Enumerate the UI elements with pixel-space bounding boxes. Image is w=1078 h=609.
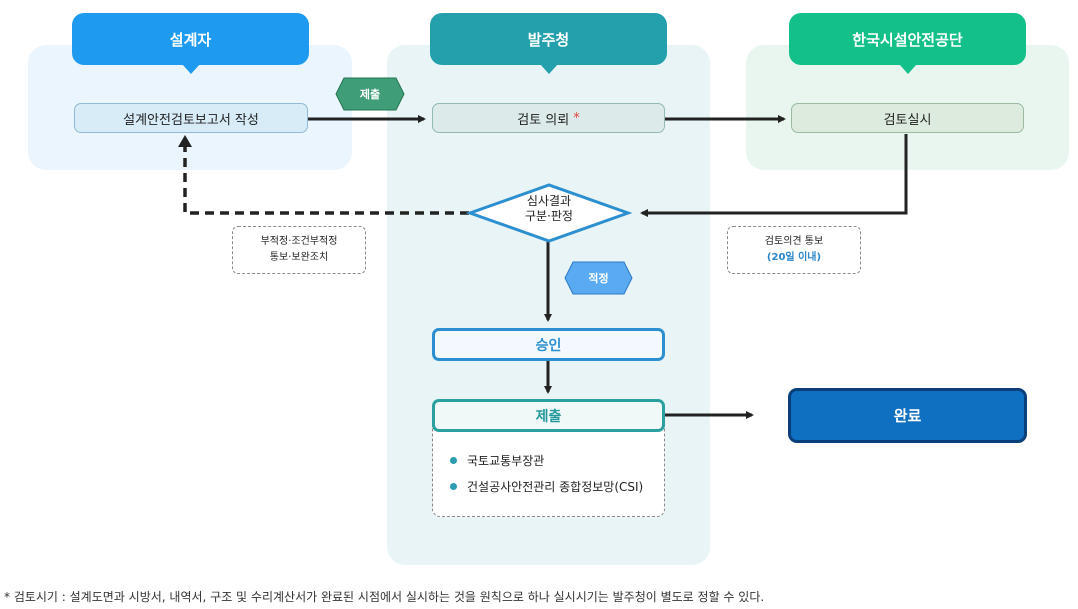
approval-label: 승인	[535, 337, 562, 354]
opinion-note-line-2: (20일 이내)	[766, 252, 822, 263]
list-item: 국토교통부장관	[450, 447, 643, 473]
review-request-label: 검토 의뢰	[517, 112, 570, 128]
write-report-node: 설계안전검토보고서 작성	[74, 103, 308, 133]
write-report-label: 설계안전검토보고서 작성	[123, 112, 259, 128]
submit-label: 제출	[535, 408, 562, 425]
client-lane-title: 발주청	[527, 30, 570, 49]
submit-targets-container	[432, 415, 665, 517]
feedback-note: 부적정·조건부적정 통보·보완조치	[232, 226, 366, 274]
submit-tag-shape	[335, 77, 405, 111]
decision-diamond	[465, 183, 633, 243]
kalis-lane-title: 한국시설안전공단	[852, 30, 963, 49]
submit-targets-list: 국토교통부장관 건설공사안전관리 종합정보망(CSI)	[450, 447, 643, 499]
approval-node: 승인	[432, 328, 665, 361]
designer-lane-title: 설계자	[169, 30, 212, 49]
decision-line-2: 구분·판정	[525, 209, 573, 223]
opinion-note: 검토의견 통보 (20일 이내)	[727, 226, 861, 274]
bullet-icon	[450, 482, 457, 490]
opinion-note-line-1: 검토의견 통보	[764, 236, 824, 247]
kalis-lane-header: 한국시설안전공단	[789, 13, 1026, 74]
arrow-decision-feedback	[183, 144, 469, 215]
feedback-note-line-2: 통보·보완조치	[269, 252, 329, 263]
submit-target-2: 건설공사안전관리 종합정보망(CSI)	[467, 479, 644, 494]
complete-label: 완료	[893, 407, 922, 425]
review-request-asterisk: *	[573, 110, 580, 126]
footnote: * 검토시기 : 설계도면과 시방서, 내역서, 구조 및 수리계산서가 완료된…	[4, 590, 765, 604]
bullet-icon	[450, 456, 457, 464]
review-exec-label: 검토실시	[883, 112, 932, 128]
review-request-node: 검토 의뢰 *	[432, 103, 665, 133]
submit-target-1: 국토교통부장관	[467, 453, 545, 468]
list-item: 건설공사안전관리 종합정보망(CSI)	[450, 473, 643, 499]
decision-line-1: 심사결과	[526, 194, 572, 208]
appropriate-tag: 적정	[588, 272, 609, 285]
submit-node: 제출	[432, 399, 665, 432]
client-lane-header: 발주청	[430, 13, 667, 74]
arrow-feedback-head	[178, 135, 192, 147]
complete-node: 완료	[788, 388, 1027, 443]
designer-lane-header: 설계자	[72, 13, 309, 74]
review-exec-node: 검토실시	[791, 103, 1024, 133]
feedback-note-line-1: 부적정·조건부적정	[260, 236, 338, 247]
decision-text: 심사결과 구분·판정	[490, 194, 608, 224]
appropriate-tag-shape	[564, 261, 633, 295]
submit-tag: 제출	[359, 88, 381, 101]
arrow-review-to-decision	[640, 134, 908, 217]
